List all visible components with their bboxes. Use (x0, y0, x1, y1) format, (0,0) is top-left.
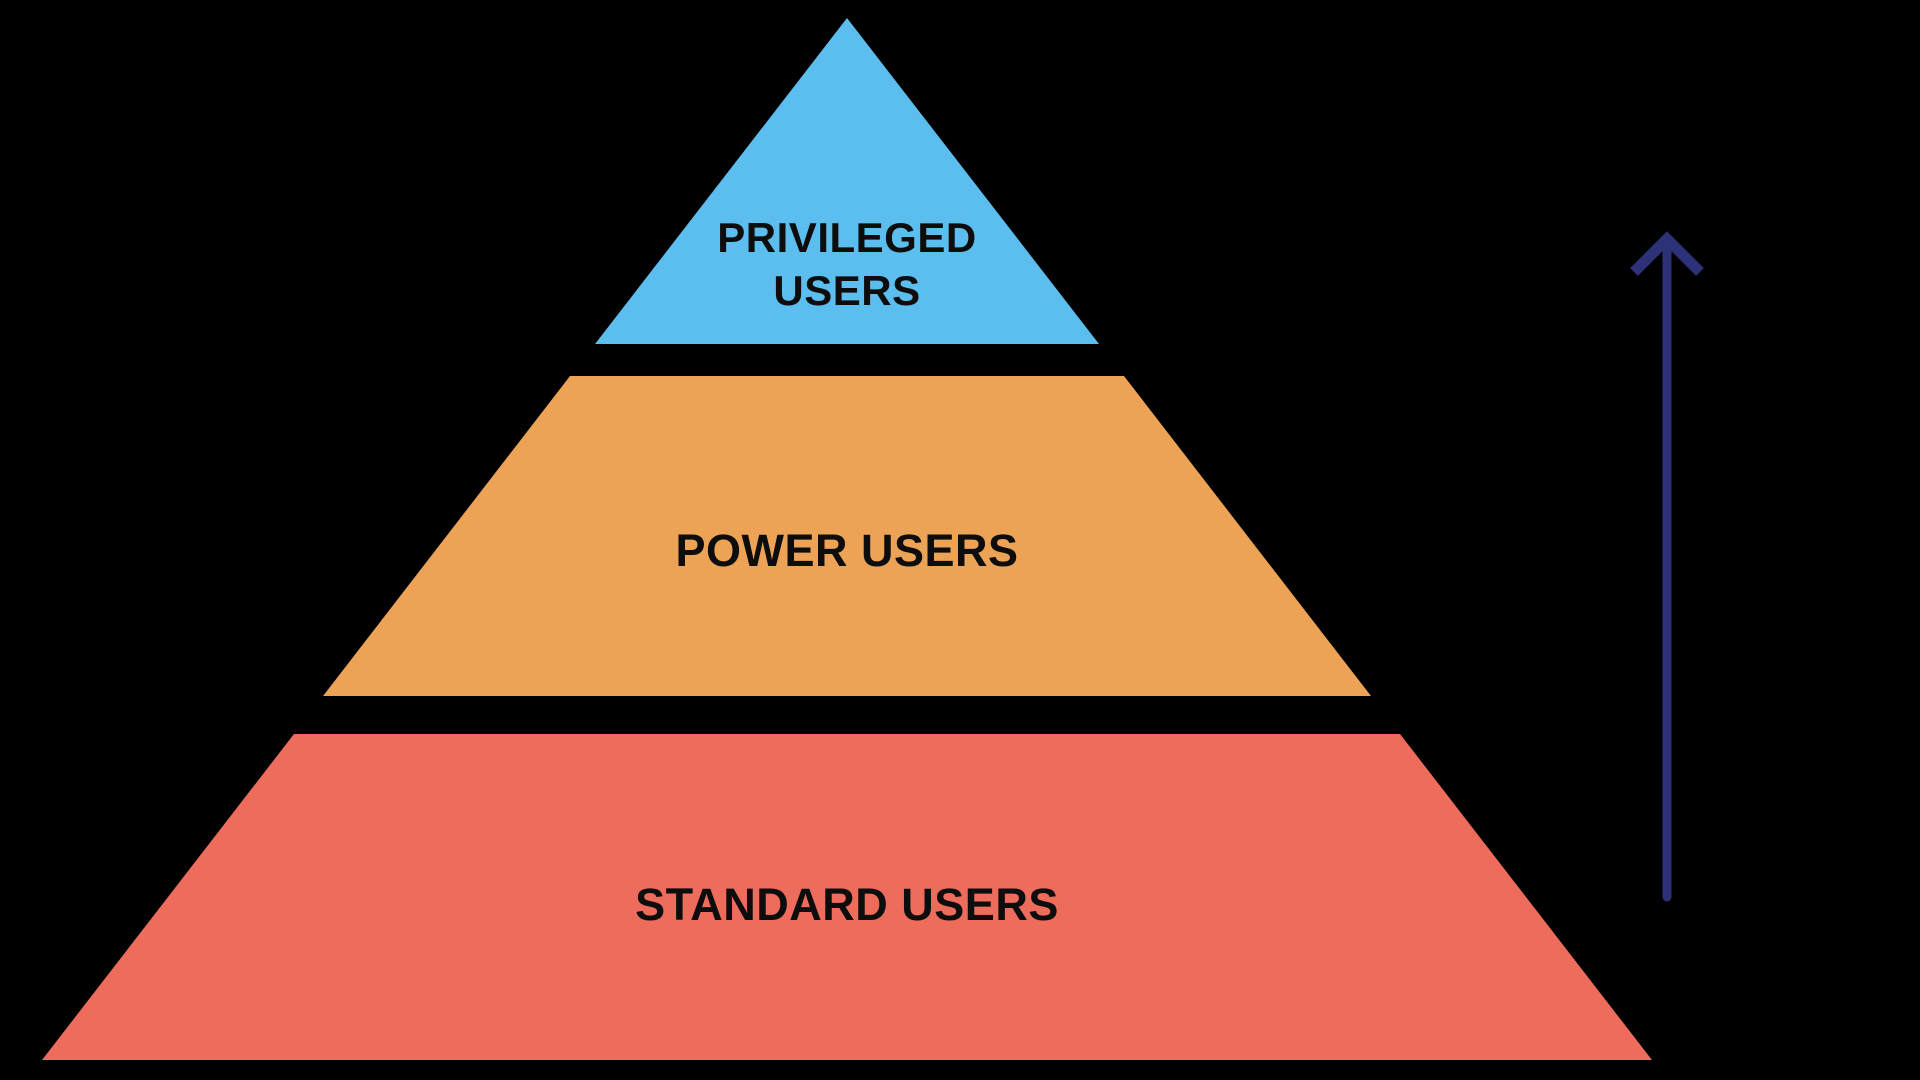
tier-privileged-users-label: PRIVILEGED USERS (717, 214, 977, 315)
up-arrow-head (1630, 231, 1704, 276)
tier-standard-users-label: STANDARD USERS (635, 878, 1059, 930)
tier-power-users-label: POWER USERS (675, 524, 1019, 576)
tier-power-users: POWER USERS (323, 376, 1371, 696)
tier-standard-users: STANDARD USERS (42, 734, 1652, 1060)
tier-privileged-users: PRIVILEGED USERS (595, 18, 1099, 344)
